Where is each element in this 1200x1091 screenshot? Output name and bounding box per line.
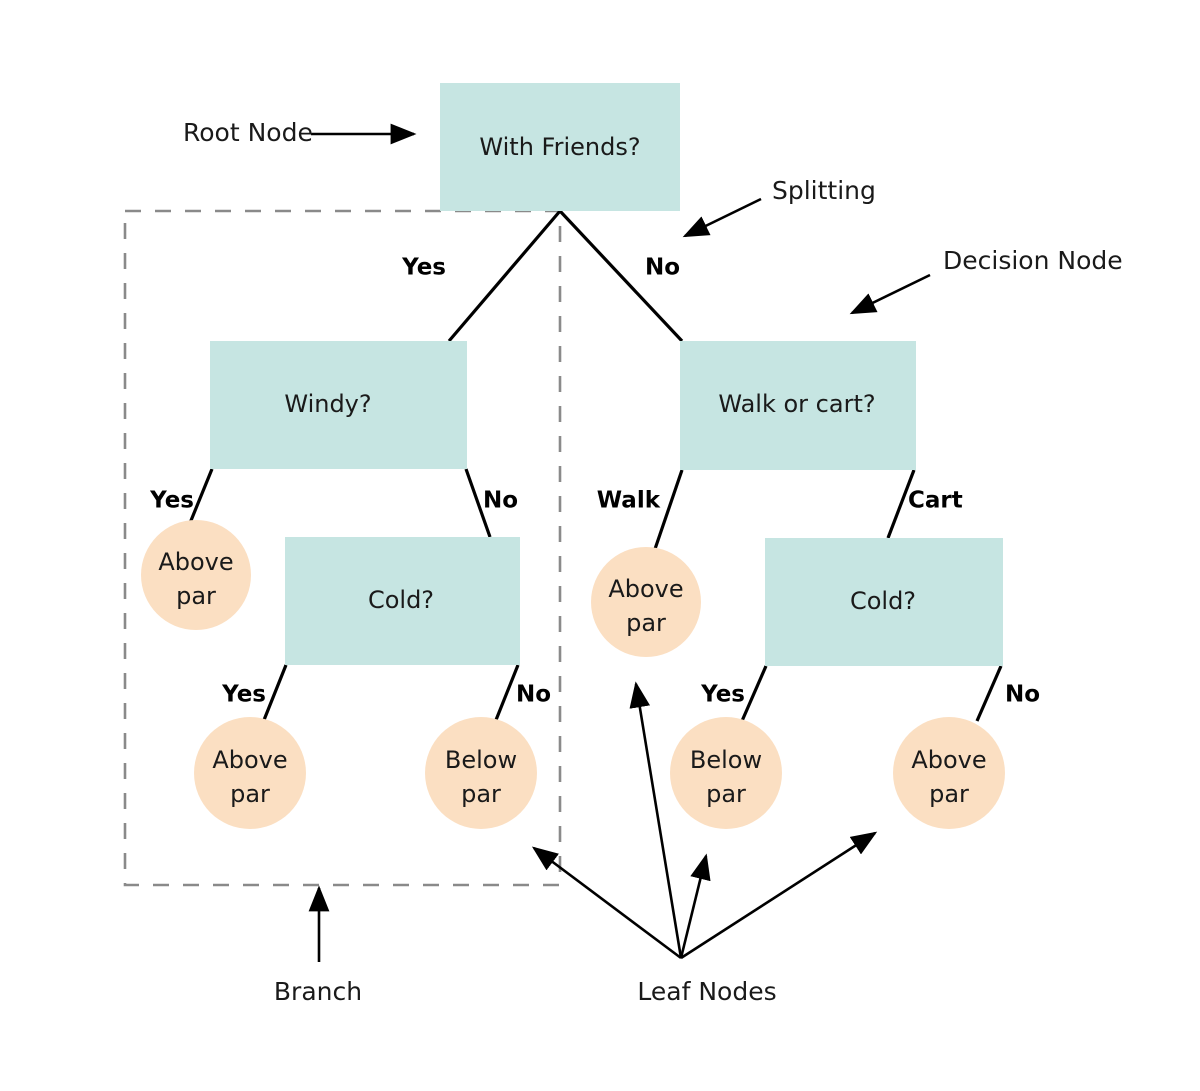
leaf-cold-left-no-line1: Below xyxy=(445,746,517,774)
tree-edges xyxy=(188,209,1003,722)
node-cold-right-box[interactable] xyxy=(765,538,1003,666)
leaf-cold-left-no-circle[interactable] xyxy=(425,717,537,829)
arrow-leaf-nodes-1 xyxy=(531,846,682,960)
node-cold-left-label: Cold? xyxy=(368,586,434,614)
edge-cold-right-yes xyxy=(740,665,768,722)
leaf-windy-yes-line2: par xyxy=(176,582,216,610)
leaf-walk-line2: par xyxy=(626,609,666,637)
annotation-root-node: Root Node xyxy=(183,118,313,147)
leaf-cold-right-yes-line1: Below xyxy=(690,746,762,774)
leaf-cold-right-no-circle[interactable] xyxy=(893,717,1005,829)
leaf-cold-right-no-line1: Above xyxy=(911,746,986,774)
annotation-decision-node: Decision Node xyxy=(943,246,1123,275)
node-root-label: With Friends? xyxy=(479,133,640,161)
edge-windy-yes xyxy=(188,468,214,524)
node-root-box[interactable] xyxy=(440,83,680,211)
node-windy-label: Windy? xyxy=(284,390,371,418)
decision-nodes xyxy=(210,83,1003,666)
edge-label-root-yes: Yes xyxy=(401,255,446,281)
leaf-cold-right-yes-line2: par xyxy=(706,780,746,808)
edge-label-windy-yes: Yes xyxy=(149,488,194,514)
edge-walk xyxy=(653,469,684,550)
arrow-leaf-nodes-3 xyxy=(679,853,711,959)
edge-cold-right-no xyxy=(975,665,1003,722)
node-cold-left-box[interactable] xyxy=(285,537,520,665)
edge-windy-no xyxy=(464,468,492,538)
edge-label-cold-right-yes: Yes xyxy=(700,682,745,708)
edge-label-cold-right-no: No xyxy=(1005,682,1040,708)
leaf-cold-left-yes-line1: Above xyxy=(212,746,287,774)
edge-label-cart: Cart xyxy=(908,488,963,514)
arrow-decision-node xyxy=(849,273,931,315)
annotation-arrows xyxy=(308,123,931,962)
edge-label-windy-no: No xyxy=(483,488,518,514)
edge-root-yes xyxy=(447,209,562,343)
edge-label-cold-left-yes: Yes xyxy=(221,682,266,708)
edge-label-walk: Walk xyxy=(597,488,661,514)
leaf-nodes xyxy=(141,520,1005,829)
edge-label-root-no: No xyxy=(645,255,680,281)
edge-cart xyxy=(886,469,916,539)
leaf-walk-line1: Above xyxy=(608,575,683,603)
annotation-splitting: Splitting xyxy=(772,176,876,205)
leaf-cold-right-no-line2: par xyxy=(929,780,969,808)
leaf-windy-yes-circle[interactable] xyxy=(141,520,251,630)
edge-cold-left-yes xyxy=(262,664,288,721)
annotation-branch: Branch xyxy=(274,977,362,1006)
edge-label-cold-left-no: No xyxy=(516,682,551,708)
leaf-cold-left-yes-circle[interactable] xyxy=(194,717,306,829)
node-walk-or-cart-box[interactable] xyxy=(680,341,916,470)
edge-root-no xyxy=(558,209,684,343)
leaf-walk-circle[interactable] xyxy=(591,547,701,657)
leaf-windy-yes-line1: Above xyxy=(158,548,233,576)
leaf-cold-right-yes-circle[interactable] xyxy=(670,717,782,829)
leaf-cold-left-yes-line2: par xyxy=(230,780,270,808)
node-walk-or-cart-label: Walk or cart? xyxy=(718,390,875,418)
arrow-splitting xyxy=(682,197,762,238)
annotation-leaf-nodes: Leaf Nodes xyxy=(637,977,776,1006)
arrow-leaf-nodes-4 xyxy=(680,831,878,960)
arrow-leaf-nodes-2 xyxy=(629,681,683,959)
node-windy-box[interactable] xyxy=(210,341,467,469)
node-cold-right-label: Cold? xyxy=(850,587,916,615)
leaf-cold-left-no-line2: par xyxy=(461,780,501,808)
branch-dashed-box xyxy=(123,209,562,887)
edge-cold-left-no xyxy=(494,664,520,721)
